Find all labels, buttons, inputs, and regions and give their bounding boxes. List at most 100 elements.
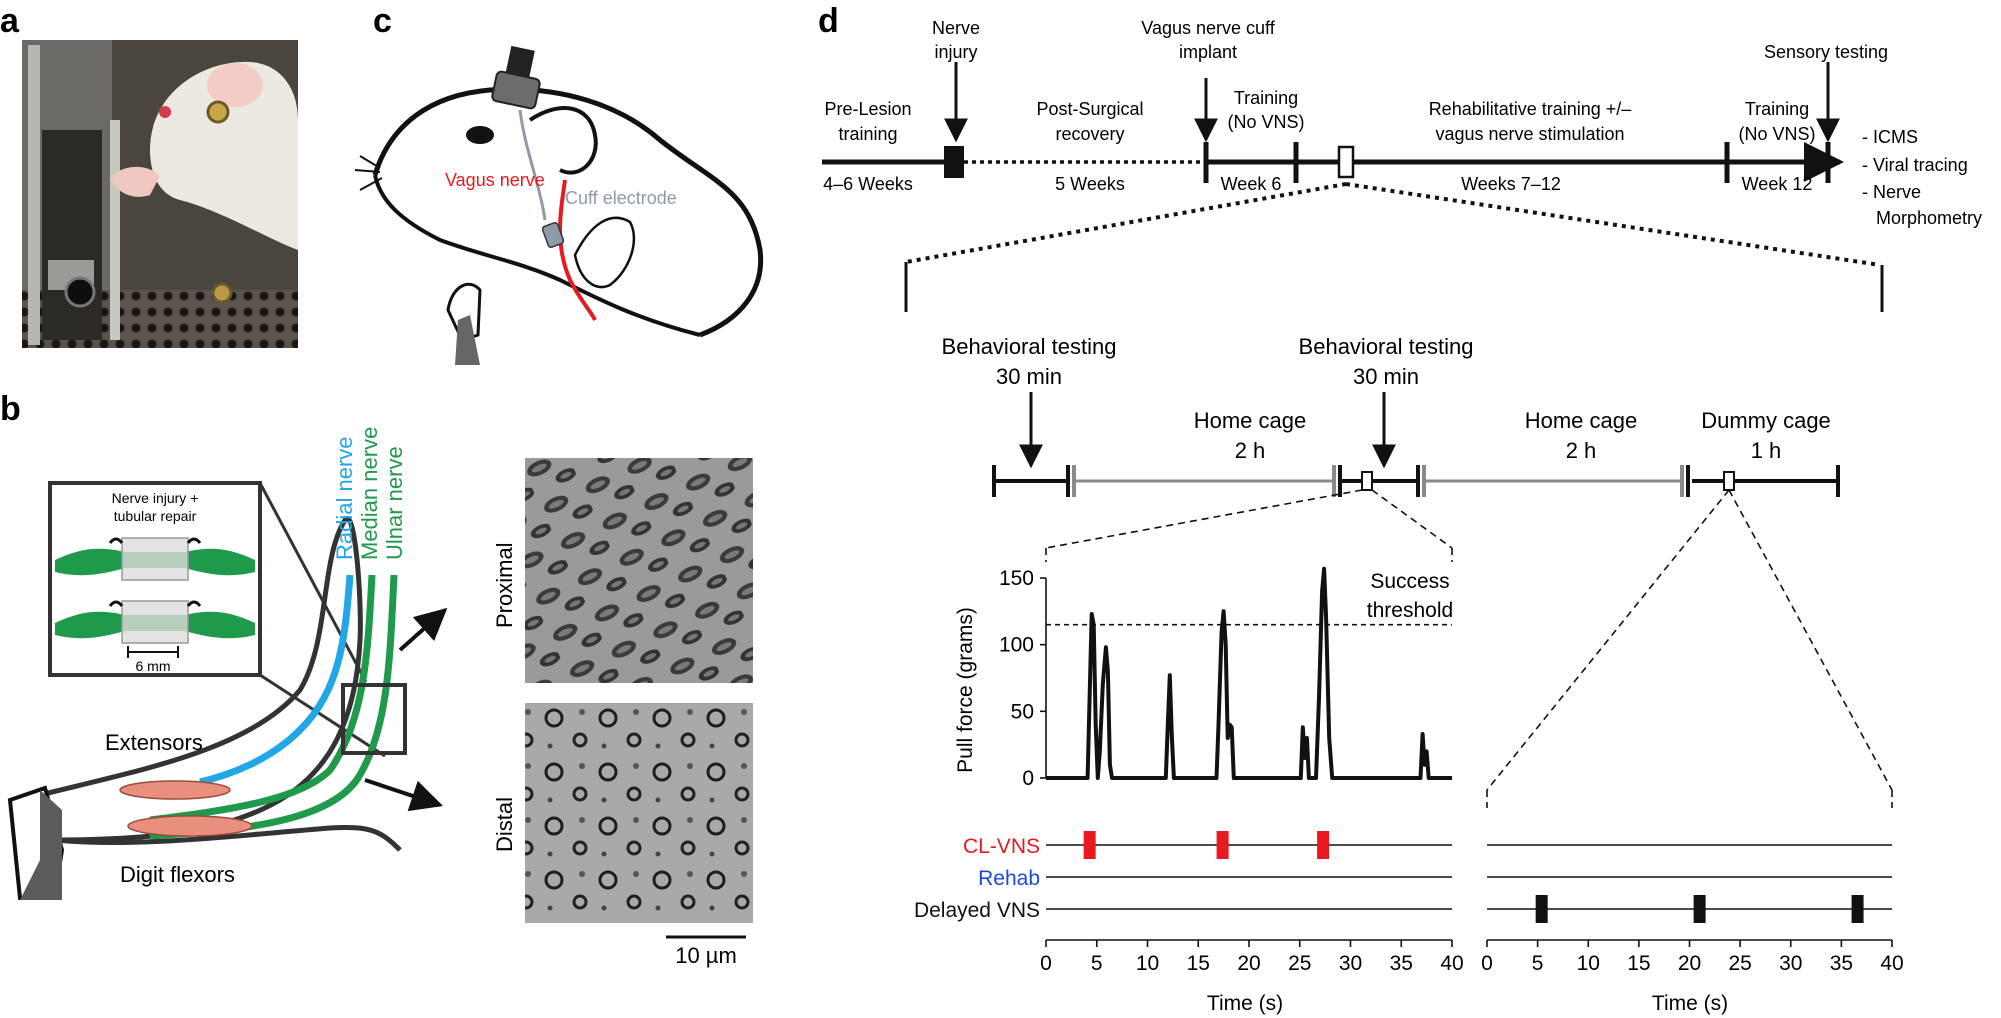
- panel-letter-c: c: [373, 2, 392, 40]
- cuff-implant-label-2: implant: [1179, 42, 1237, 62]
- radial-nerve-path: [199, 574, 354, 786]
- vagus-label: Vagus nerve: [445, 170, 545, 190]
- beh1-label-2: 30 min: [996, 364, 1062, 389]
- row-label-rehab: Rehab: [978, 867, 1040, 890]
- nerve-injury-marker: [944, 146, 964, 178]
- repair-tube-top: [55, 537, 255, 581]
- zoom-line-left: [905, 182, 1347, 264]
- grip-handle-c: [455, 315, 480, 365]
- postsurgical-label-2: recovery: [1055, 124, 1124, 144]
- median-nerve-path: [149, 574, 376, 824]
- beh2-label-1: Behavioral testing: [1299, 334, 1474, 359]
- arrow-distal: [364, 778, 444, 812]
- stim-pulse: [1083, 831, 1096, 859]
- panel-d-timeline: d Nerve injury Vagus nerve cuff implant …: [818, 2, 1982, 312]
- flexor-muscle: [127, 815, 253, 837]
- x-tick-label: 10: [1577, 952, 1600, 975]
- outcome-icms: - ICMS: [1862, 127, 1918, 147]
- headcap-screw: [206, 100, 230, 124]
- panel-b: b Nerve injury + tubular repair 6 mm: [0, 390, 753, 968]
- home1-label-1: Home cage: [1194, 408, 1307, 433]
- y-tick-label: 150: [999, 567, 1034, 590]
- x-tick-label: 15: [1187, 952, 1210, 975]
- y-tick-label: 0: [1022, 767, 1034, 790]
- repair-tube-bottom: [55, 600, 255, 644]
- x-tick-label: 5: [1532, 952, 1544, 975]
- dummy-label-2: 1 h: [1751, 438, 1782, 463]
- rat-body: [150, 61, 298, 250]
- training2-label-2: (No VNS): [1738, 124, 1815, 144]
- stim-pulse: [1317, 831, 1330, 859]
- duration-week6: Week 6: [1221, 174, 1282, 194]
- duration-weeks712: Weeks 7–12: [1461, 174, 1561, 194]
- x-tick-label: 40: [1880, 952, 1903, 975]
- postsurgical-label-1: Post-Surgical: [1036, 99, 1143, 119]
- panel-letter-b: b: [0, 390, 21, 428]
- rat-ear-outline: [528, 106, 598, 175]
- x-tick-label: 25: [1728, 952, 1751, 975]
- x-tick-label: 30: [1779, 952, 1802, 975]
- x-tick-label: 5: [1091, 952, 1103, 975]
- cuff-label: Cuff electrode: [565, 188, 677, 208]
- dummy-label-1: Dummy cage: [1701, 408, 1831, 433]
- distal-micrograph: [525, 703, 753, 923]
- outcome-viral-tracing: - Viral tracing: [1862, 155, 1968, 175]
- arrow-proximal: [398, 607, 448, 652]
- x-tick-label: 20: [1678, 952, 1701, 975]
- training-novns-label-2: (No VNS): [1227, 112, 1304, 132]
- x-tick-label: 30: [1339, 952, 1362, 975]
- inset-title-1: Nerve injury +: [112, 490, 199, 506]
- y-axis: 0 50 100 150: [999, 567, 1047, 790]
- paw-sketch: [573, 216, 636, 289]
- row-label-cl-vns: CL-VNS: [963, 835, 1040, 858]
- x-tick-label: 20: [1237, 952, 1260, 975]
- dummy-zoom-box: [1723, 471, 1735, 491]
- micrograph-scale-label: 10 µm: [675, 943, 737, 968]
- distal-label: Distal: [492, 797, 517, 852]
- row-label-delayed-vns: Delayed VNS: [914, 899, 1040, 922]
- threshold-label-1: Success: [1370, 570, 1449, 593]
- x-axis-label-dummy: Time (s): [1652, 992, 1728, 1015]
- inset-scale-label: 6 mm: [136, 658, 171, 674]
- extensor-muscle: [119, 780, 231, 800]
- forelimb-outline: [39, 515, 363, 843]
- y-tick-label: 100: [999, 634, 1034, 657]
- stim-pulse: [1693, 895, 1706, 923]
- rehab-label-1: Rehabilitative training +/–: [1429, 99, 1632, 119]
- y-axis-label: Pull force (grams): [954, 607, 977, 773]
- x-tick-label: 15: [1627, 952, 1650, 975]
- x-tick-label: 35: [1390, 952, 1413, 975]
- panel-letter-a: a: [0, 2, 20, 40]
- outcome-morphometry: Morphometry: [1876, 208, 1982, 228]
- y-tick-label: 50: [1011, 700, 1034, 723]
- home1-label-2: 2 h: [1235, 438, 1266, 463]
- zoom-line-right: [1345, 182, 1881, 267]
- x-tick-label: 0: [1040, 952, 1052, 975]
- beh2-label-2: 30 min: [1353, 364, 1419, 389]
- x-tick-label: 40: [1440, 952, 1463, 975]
- headcap-connector: [491, 70, 541, 110]
- x-tick-label: 35: [1830, 952, 1853, 975]
- stim-pulse: [1851, 895, 1864, 923]
- duration-prelesion: 4–6 Weeks: [823, 174, 913, 194]
- panel-letter-d: d: [818, 2, 839, 40]
- ulnar-nerve-label: Ulnar nerve: [382, 446, 407, 560]
- threshold-label-2: threshold: [1367, 599, 1453, 622]
- training2-label-1: Training: [1745, 99, 1809, 119]
- nerve-injury-label-1: Nerve: [932, 18, 980, 38]
- training-novns-label-1: Training: [1234, 88, 1298, 108]
- duration-recovery: 5 Weeks: [1055, 174, 1125, 194]
- duration-week12: Week 12: [1742, 174, 1813, 194]
- x-axis-label-trial: Time (s): [1207, 992, 1283, 1015]
- x-tick-label: 25: [1288, 952, 1311, 975]
- rehab-label-2: vagus nerve stimulation: [1435, 124, 1624, 144]
- nerve-injury-label-2: injury: [934, 42, 977, 62]
- extensors-label: Extensors: [105, 730, 203, 755]
- median-nerve-label: Median nerve: [357, 427, 382, 560]
- outcome-nerve: - Nerve: [1862, 182, 1921, 202]
- rat-eye: [466, 126, 494, 144]
- cuff-implant-label-1: Vagus nerve cuff: [1141, 18, 1275, 38]
- vagus-nerve: [558, 179, 597, 321]
